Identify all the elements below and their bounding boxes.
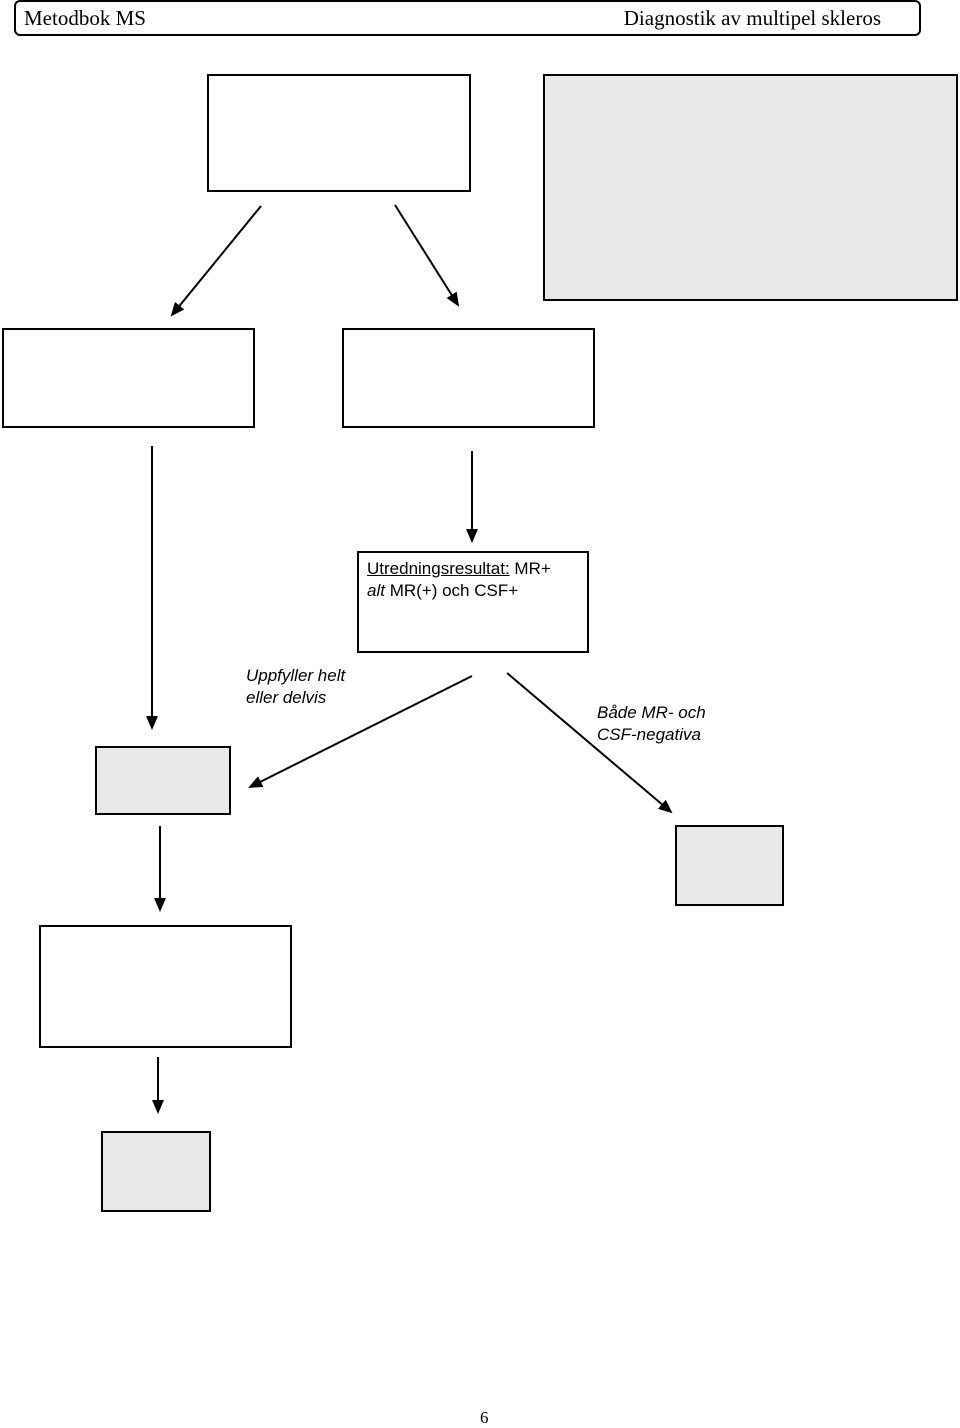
- result-line2-rest: MR(+) och CSF+: [384, 581, 519, 600]
- branch-right-label: Både MR- och CSF-negativa: [597, 702, 706, 746]
- result-label-underlined: Utredningsresultat:: [367, 559, 510, 578]
- top-box: [207, 74, 471, 192]
- branch-right-label-line2: CSF-negativa: [597, 725, 701, 744]
- lower-left-box: [39, 925, 292, 1048]
- branch-left-label-line1: Uppfyller helt: [246, 666, 346, 685]
- bottom-grey-box: [101, 1131, 211, 1212]
- arrow-result-to-right-grey: [506, 672, 673, 814]
- arrow-top-to-left: [170, 205, 262, 317]
- arrow-result-to-left-grey: [248, 675, 473, 788]
- arrow-top-to-right: [394, 204, 460, 307]
- right-grey-box: [675, 825, 784, 906]
- page-number: 6: [480, 1408, 489, 1427]
- page-header: Metodbok MS Diagnostik av multipel skler…: [14, 0, 921, 36]
- branch-left-label: Uppfyller helt eller delvis: [246, 665, 345, 709]
- result-line2-italic: alt: [367, 581, 385, 600]
- left-grey-box: [95, 746, 231, 815]
- branch-left-label-line2: eller delvis: [246, 688, 327, 707]
- right-box-level2: [342, 328, 595, 428]
- header-right-title: Diagnostik av multipel skleros: [623, 6, 881, 30]
- result-label-rest: MR+: [509, 559, 551, 578]
- top-right-grey-box: [543, 74, 958, 301]
- result-box: Utredningsresultat: MR+ alt MR(+) och CS…: [357, 551, 589, 653]
- header-left-title: Metodbok MS: [24, 6, 146, 30]
- branch-right-label-line1: Både MR- och: [597, 703, 706, 722]
- left-box-level2: [2, 328, 255, 428]
